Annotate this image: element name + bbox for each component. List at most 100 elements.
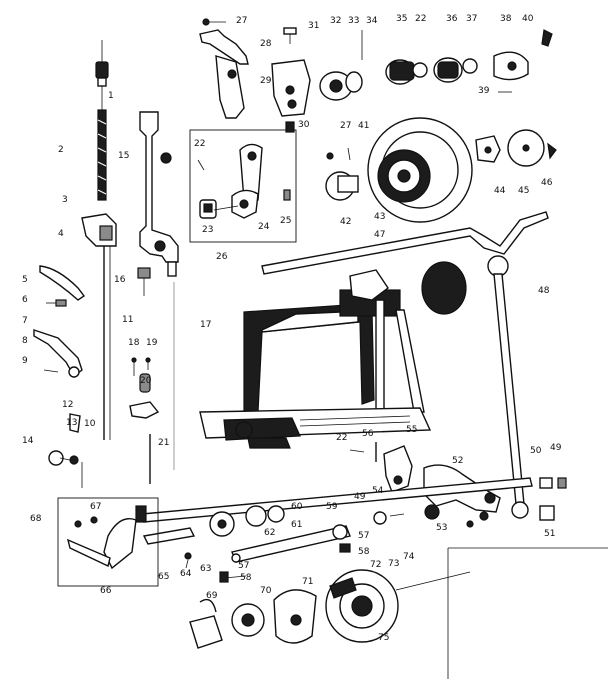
callout-label: 61 (291, 520, 302, 530)
handwheel-assembly (325, 117, 557, 223)
callout-label: 4 (58, 229, 64, 239)
callout-label: 46 (541, 178, 553, 188)
callout-label: 21 (158, 438, 169, 448)
callout-label: 55 (406, 425, 417, 435)
callout-label: 53 (436, 523, 447, 533)
callout-label: 57 (238, 561, 249, 571)
callout-label: 22 (194, 139, 205, 149)
callout-label: 69 (206, 591, 218, 601)
callout-label: 28 (260, 39, 272, 49)
feed-mechanism-parts (349, 442, 567, 528)
callout-label: 31 (308, 21, 319, 31)
presser-bar-assembly (137, 111, 179, 470)
callout-label: 29 (260, 76, 272, 86)
callout-label: 14 (22, 436, 34, 446)
callout-label: 42 (340, 217, 351, 227)
callout-label: 3 (62, 195, 68, 205)
callout-label: 7 (22, 316, 28, 326)
callout-label: 40 (522, 14, 534, 24)
callout-label: 35 (396, 14, 407, 24)
callout-label: 38 (500, 14, 512, 24)
callout-label: 8 (22, 336, 28, 346)
callout-label: 32 (330, 16, 341, 26)
callout-label: 17 (200, 320, 211, 330)
callout-label: 26 (216, 252, 228, 262)
callout-label: 64 (180, 569, 192, 579)
callout-label: 57 (358, 531, 369, 541)
callout-label: 75 (378, 633, 389, 643)
callout-label: 27 (236, 16, 247, 26)
callout-label: 58 (358, 547, 370, 557)
arm-shaft (261, 211, 549, 275)
callout-label: 50 (530, 446, 542, 456)
callout-label: 37 (466, 14, 477, 24)
callout-label: 49 (550, 443, 562, 453)
callout-label: 58 (240, 573, 252, 583)
takeup-link-assembly (189, 129, 297, 243)
callout-label: 48 (538, 286, 550, 296)
callout-label: 56 (362, 429, 374, 439)
callout-label: 65 (158, 572, 169, 582)
callout-label: 13 (66, 418, 77, 428)
callout-label: 54 (372, 486, 384, 496)
callout-label: 68 (30, 514, 42, 524)
callout-label: 19 (146, 338, 158, 348)
callout-label: 52 (452, 456, 463, 466)
callout-label: 33 (348, 16, 359, 26)
callout-label: 39 (478, 86, 490, 96)
callout-label: 49 (354, 492, 366, 502)
callout-label: 20 (140, 376, 152, 386)
callout-label: 66 (100, 586, 112, 596)
takeup-lever-parts (199, 18, 311, 133)
callout-label: 30 (298, 120, 310, 130)
callout-label: 27 (340, 121, 351, 131)
callout-label: 24 (258, 222, 270, 232)
feed-dog-assembly (57, 497, 159, 587)
callout-label: 36 (446, 14, 458, 24)
needle-bar-assembly (81, 40, 117, 488)
callout-label: 12 (62, 400, 73, 410)
callout-label: 41 (358, 121, 369, 131)
callout-label: 71 (302, 577, 313, 587)
lower-shaft-assembly (135, 477, 533, 649)
callout-label: 45 (518, 186, 529, 196)
callout-label: 25 (280, 216, 291, 226)
callout-label: 73 (388, 559, 399, 569)
callout-label: 6 (22, 295, 28, 305)
thread-guide-parts (48, 413, 81, 466)
callout-label: 22 (336, 433, 347, 443)
callout-label: 16 (114, 275, 126, 285)
tension-assembly (319, 29, 553, 101)
callout-label: 10 (84, 419, 96, 429)
callout-label: 15 (118, 151, 129, 161)
callout-label: 74 (403, 552, 415, 562)
callout-label: 23 (202, 225, 213, 235)
callout-label: 18 (128, 338, 140, 348)
callout-label: 63 (200, 564, 211, 574)
callout-label: 11 (122, 315, 133, 325)
callout-label: 60 (291, 502, 303, 512)
callout-label: 62 (264, 528, 275, 538)
callout-label: 9 (22, 356, 28, 366)
callout-label: 70 (260, 586, 272, 596)
callout-label: 47 (374, 230, 385, 240)
callout-label: 34 (366, 16, 378, 26)
needle-clamp-parts (129, 357, 160, 484)
callout-label: 72 (370, 560, 381, 570)
callout-label: 43 (374, 212, 385, 222)
callout-label: 1 (108, 91, 114, 101)
base-outline (447, 547, 608, 679)
callout-label: 44 (494, 186, 506, 196)
presser-lifter-parts (33, 265, 86, 378)
callout-label: 22 (415, 14, 426, 24)
callout-label: 59 (326, 502, 338, 512)
callout-label: 5 (22, 275, 28, 285)
connecting-rod (487, 255, 529, 519)
callout-label: 51 (544, 529, 555, 539)
sewing-machine-head (199, 261, 467, 449)
callout-label: 2 (58, 145, 64, 155)
callout-label: 67 (90, 502, 101, 512)
